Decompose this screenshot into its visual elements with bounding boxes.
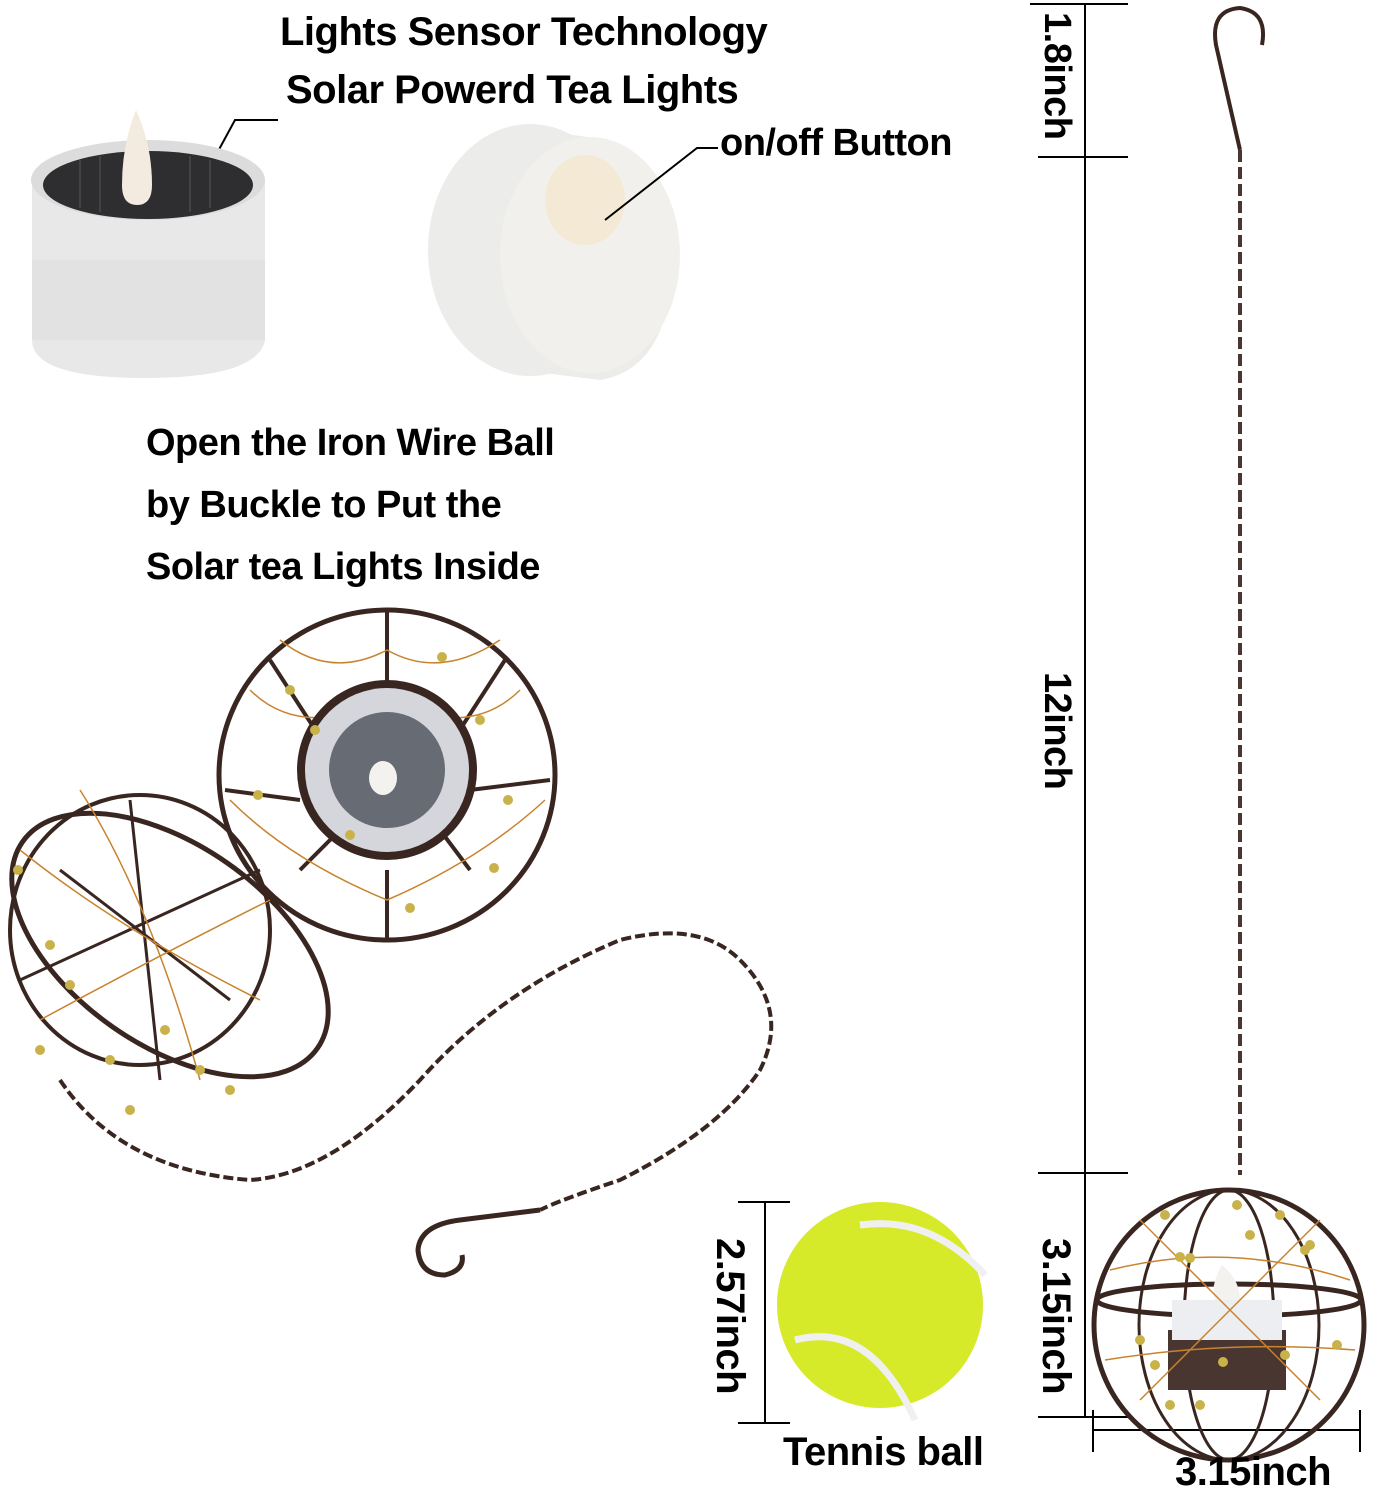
tea-light-bottom-image — [428, 124, 718, 380]
open-wire-ball-image — [8, 607, 774, 1278]
headline-line-2: Solar Powerd Tea Lights — [286, 68, 739, 112]
instructions-line-2: by Buckle to Put the — [146, 484, 502, 526]
solar-tea-light-image — [31, 110, 278, 378]
instructions-line-3: Solar tea Lights Inside — [146, 546, 540, 588]
headline-line-1: Lights Sensor Technology — [280, 10, 768, 54]
on-off-button-label: on/off Button — [720, 122, 952, 164]
tennis-ball-label: Tennis ball — [783, 1430, 984, 1474]
hook-length-label: 1.8inch — [1036, 12, 1078, 140]
instructions-line-1: Open the Iron Wire Ball — [146, 422, 555, 464]
ball-height-label: 3.15inch — [1034, 1238, 1078, 1395]
chain-length-label: 12inch — [1036, 672, 1078, 790]
ball-width-label: 3.15inch — [1175, 1450, 1332, 1494]
